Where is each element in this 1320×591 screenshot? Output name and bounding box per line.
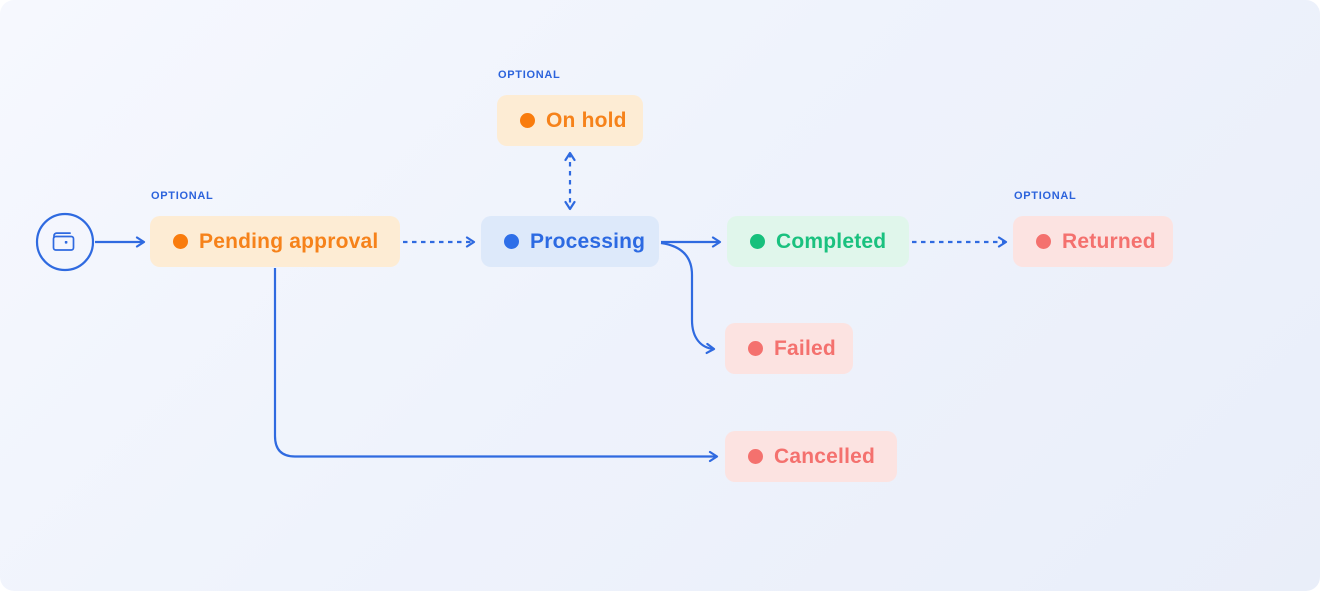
node-label: Completed <box>776 229 887 253</box>
status-dot <box>748 449 763 464</box>
node-label: Processing <box>530 229 646 253</box>
node-on-hold: On hold <box>497 95 643 146</box>
node-label: Returned <box>1062 229 1156 253</box>
node-pending-approval: Pending approval <box>150 216 400 267</box>
edge-processing-to-failed <box>660 241 716 355</box>
node-label: Cancelled <box>774 444 876 468</box>
optional-label-returned: OPTIONAL <box>1014 190 1077 202</box>
node-processing: Processing <box>481 216 659 267</box>
node-label: Failed <box>774 336 836 360</box>
node-cancelled: Cancelled <box>725 431 897 482</box>
optional-label-pending: OPTIONAL <box>151 190 214 202</box>
status-dot <box>504 234 519 249</box>
edge-pending-to-cancelled <box>273 268 719 463</box>
start-circle <box>35 212 95 272</box>
node-label: On hold <box>546 108 627 132</box>
node-returned: Returned <box>1013 216 1173 267</box>
node-label: Pending approval <box>199 229 379 253</box>
status-dot <box>748 341 763 356</box>
start-wallet-badge <box>35 212 95 272</box>
status-dot <box>520 113 535 128</box>
node-failed: Failed <box>725 323 853 374</box>
status-dot <box>173 234 188 249</box>
status-dot <box>1036 234 1051 249</box>
wallet-icon <box>52 232 75 251</box>
node-completed: Completed <box>727 216 909 267</box>
status-dot <box>750 234 765 249</box>
optional-label-on-hold: OPTIONAL <box>498 69 561 81</box>
